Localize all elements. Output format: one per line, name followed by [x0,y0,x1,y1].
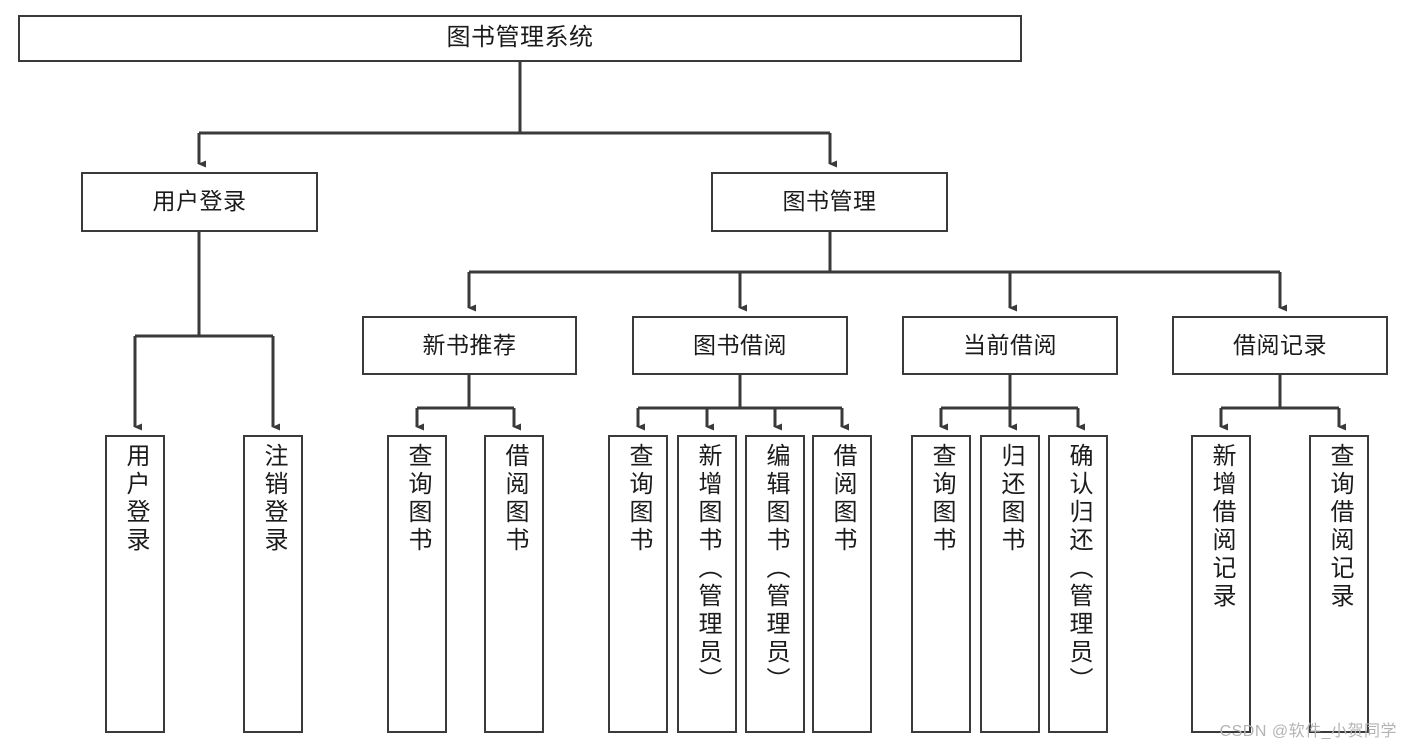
node-leaf-edit-book-label: 编辑图书（管理员） [762,443,789,695]
node-leaf-add-record-label: 新增借阅记录 [1208,443,1235,611]
node-borrow-record[interactable]: 借阅记录 [1172,316,1388,375]
node-leaf-query-book-1-label: 查询图书 [404,443,431,555]
node-leaf-user-login[interactable]: 用户登录 [105,435,165,733]
node-leaf-query-book-3-label: 查询图书 [928,443,955,555]
node-root-label: 图书管理系统 [446,24,594,52]
node-leaf-borrow-book-1-label: 借阅图书 [501,443,528,555]
node-book-borrow[interactable]: 图书借阅 [632,316,848,375]
node-leaf-logout[interactable]: 注销登录 [243,435,303,733]
node-user-login-label: 用户登录 [152,188,247,215]
node-leaf-query-record-label: 查询借阅记录 [1326,443,1353,611]
node-leaf-query-book-2[interactable]: 查询图书 [608,435,668,733]
node-current-borrow[interactable]: 当前借阅 [902,316,1118,375]
node-leaf-confirm-return[interactable]: 确认归还（管理员） [1048,435,1108,733]
watermark: CSDN @软件_小贺同学 [1219,723,1397,740]
node-leaf-query-book-1[interactable]: 查询图书 [387,435,447,733]
node-book-manage-label: 图书管理 [782,188,877,215]
node-book-manage[interactable]: 图书管理 [711,172,948,232]
node-leaf-confirm-return-label: 确认归还（管理员） [1065,443,1092,695]
node-new-book-recommend-label: 新书推荐 [422,331,517,358]
node-leaf-add-record[interactable]: 新增借阅记录 [1191,435,1251,733]
node-leaf-query-book-2-label: 查询图书 [625,443,652,555]
node-book-borrow-label: 图书借阅 [693,331,787,358]
node-leaf-edit-book[interactable]: 编辑图书（管理员） [745,435,805,733]
node-leaf-add-book-label: 新增图书（管理员） [694,443,721,695]
node-leaf-return-book[interactable]: 归还图书 [980,435,1040,733]
node-leaf-borrow-book-2[interactable]: 借阅图书 [812,435,872,733]
node-root[interactable]: 图书管理系统 [18,15,1022,62]
node-user-login[interactable]: 用户登录 [81,172,318,232]
node-new-book-recommend[interactable]: 新书推荐 [362,316,577,375]
node-leaf-logout-label: 注销登录 [260,443,287,555]
node-leaf-query-book-3[interactable]: 查询图书 [911,435,971,733]
node-current-borrow-label: 当前借阅 [963,331,1057,358]
node-leaf-query-record[interactable]: 查询借阅记录 [1309,435,1369,733]
node-leaf-add-book[interactable]: 新增图书（管理员） [677,435,737,733]
node-borrow-record-label: 借阅记录 [1233,331,1327,358]
node-leaf-return-book-label: 归还图书 [997,443,1024,555]
node-leaf-user-login-label: 用户登录 [122,443,149,555]
node-leaf-borrow-book-1[interactable]: 借阅图书 [484,435,544,733]
node-leaf-borrow-book-2-label: 借阅图书 [829,443,856,555]
